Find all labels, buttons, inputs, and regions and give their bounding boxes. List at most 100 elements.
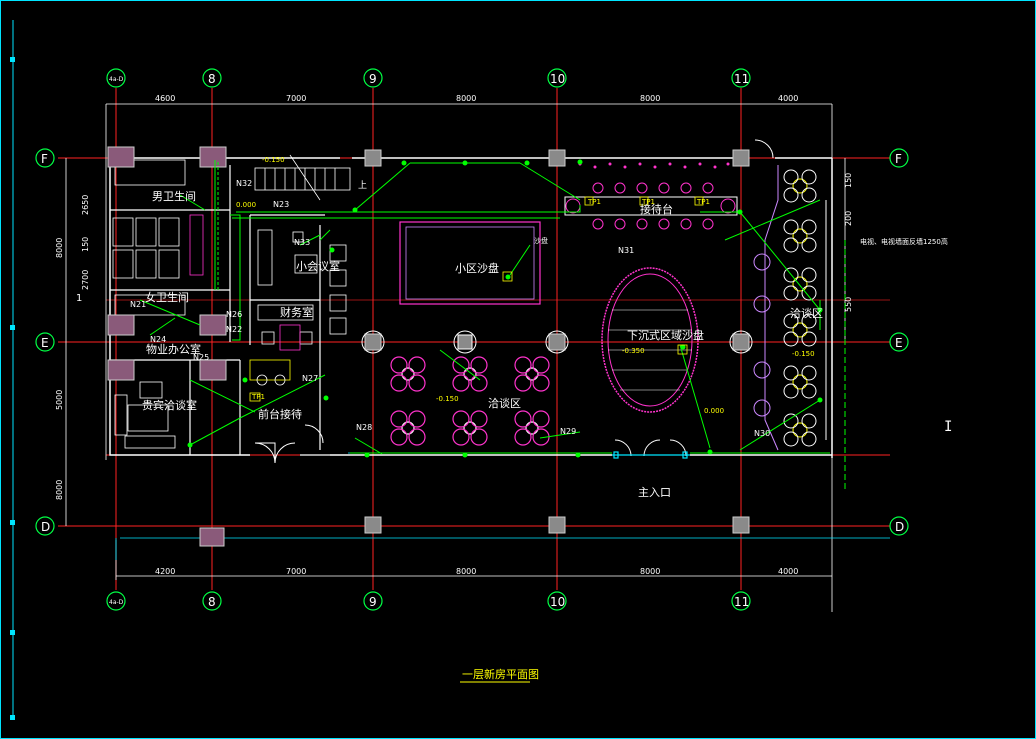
tag-n29: N29 — [560, 427, 576, 436]
dim-bot-1: 4200 — [155, 567, 175, 576]
tags: N32 N23 N33 N31 N22 N24 N25 N26 N27 N28 … — [130, 179, 770, 438]
label-vip: 贵宾洽谈室 — [142, 398, 197, 412]
dim-left-3: 8000 — [55, 480, 64, 500]
entrance-glazing — [612, 451, 690, 459]
dimension-texts-bottom: 4200 7000 8000 8000 4000 — [155, 567, 798, 576]
dimension-lines — [65, 103, 846, 612]
axis-bubbles-bottom — [106, 591, 751, 611]
axis-bot-3: 9 — [369, 595, 377, 609]
label-lounge: 洽谈区 — [790, 307, 823, 320]
tag-n26: N26 — [226, 310, 242, 319]
dim-top-3: 8000 — [456, 94, 476, 103]
doors — [254, 139, 774, 464]
level-5: -0.150 — [792, 350, 815, 358]
toilet-stalls — [112, 159, 204, 316]
dim-right-2: 200 — [844, 211, 853, 226]
axis-left-3: D — [41, 520, 50, 534]
label-female-wc: 女卫生间 — [145, 290, 189, 304]
label-property: 物业办公室 — [146, 342, 201, 356]
lounge-tables — [783, 169, 817, 447]
label-male-wc: 男卫生间 — [152, 189, 196, 203]
note-up: 上 — [358, 180, 367, 191]
side-markers — [10, 20, 15, 720]
label-negotiation: 洽谈区 — [488, 397, 521, 410]
tp-labels: TP1 TP1 TP1 TP1 — [251, 198, 710, 401]
drawing-title: 一层新房平面图 — [462, 667, 539, 681]
wiring-dots — [187, 159, 823, 458]
axis-bot-2: 8 — [208, 595, 216, 609]
axis-labels-top: 4a-D 8 9 10 11 — [109, 72, 749, 86]
tag-n22: N22 — [226, 325, 242, 334]
room-labels: 男卫生间 女卫生间 小会议室 财务室 物业办公室 贵宾洽谈室 前台接待 小区沙盘… — [142, 189, 823, 499]
tag-n25: N25 — [193, 353, 209, 362]
level-markers: -0.150 0.000 -0.150 0.000 -0.150 -0.350 — [236, 156, 815, 415]
note-right: 电视、电视墙面反墙1250高 — [860, 237, 948, 246]
tag-n27: N27 — [302, 374, 318, 383]
dim-top-1: 4600 — [155, 94, 175, 103]
tag-n21: N21 — [130, 300, 146, 309]
tp-label-3: TP1 — [696, 198, 710, 206]
staircase — [254, 154, 351, 201]
tp-label-4: TP1 — [251, 393, 265, 401]
columns — [107, 146, 750, 547]
dim-left-inner-3: 2700 — [81, 270, 90, 290]
negotiation-tables — [390, 356, 550, 446]
label-bar: 接待台 — [640, 202, 673, 216]
axis-top-5: 11 — [734, 72, 749, 86]
axis-bubbles-side — [35, 148, 909, 536]
tp-label-2: TP1 — [641, 198, 655, 206]
model-area — [399, 221, 541, 305]
axis-top-4: 10 — [550, 72, 565, 86]
axis-top-1: 4a-D — [109, 76, 124, 83]
dim-right-1: 150 — [844, 173, 853, 188]
tp-label-1: TP1 — [587, 198, 601, 206]
outer-walls — [109, 157, 890, 560]
label-entrance: 主入口 — [638, 486, 671, 499]
axis-bot-4: 10 — [550, 595, 565, 609]
text-cursor-icon: I — [944, 419, 953, 435]
axis-left-1: F — [41, 152, 48, 166]
dim-left-inner-2: 150 — [81, 237, 90, 252]
notes: 上 电视、电视墙面反墙1250高 沙盘 — [358, 180, 948, 246]
meeting-furniture — [257, 229, 347, 351]
bar-counter — [564, 162, 738, 230]
level-3: -0.150 — [436, 395, 459, 403]
lighting-points — [249, 196, 704, 402]
axis-right-2: E — [895, 336, 903, 350]
dim-bot-2: 7000 — [286, 567, 306, 576]
axis-top-3: 9 — [369, 72, 377, 86]
label-model-area: 小区沙盘 — [455, 261, 499, 275]
tag-n30: N30 — [754, 429, 770, 438]
dimension-texts-left: 8000 5000 8000 2650 150 2700 1 — [55, 195, 90, 500]
level-4: 0.000 — [704, 407, 724, 415]
axis-bot-1: 4a-D — [109, 599, 124, 606]
axis-right-3: D — [895, 520, 904, 534]
dim-top-2: 7000 — [286, 94, 306, 103]
level-1: -0.150 — [262, 156, 285, 164]
axis-labels-bottom: 4a-D 8 9 10 11 — [109, 595, 749, 609]
dim-left-1: 8000 — [55, 238, 64, 258]
label-sunken-model: 下沉式区域沙盘 — [627, 328, 704, 342]
tag-n24: N24 — [150, 335, 166, 344]
dim-bot-3: 8000 — [456, 567, 476, 576]
axis-labels-side: F E D F E D — [41, 152, 904, 534]
drawing-title-block: 一层新房平面图 — [460, 667, 539, 683]
dimension-texts-top: 4600 7000 8000 8000 4000 — [155, 94, 798, 103]
dim-left-2: 5000 — [55, 390, 64, 410]
tag-n28: N28 — [356, 423, 372, 432]
axis-right-1: F — [895, 152, 902, 166]
dimension-texts-right: 150 200 550 — [844, 173, 853, 312]
dim-bot-4: 8000 — [640, 567, 660, 576]
note-model: 沙盘 — [534, 236, 548, 245]
tag-n32: N32 — [236, 179, 252, 188]
tag-n31: N31 — [618, 246, 634, 255]
lounge-partition — [753, 165, 827, 451]
dim-left-inner-1: 2650 — [81, 195, 90, 215]
axis-left-2: E — [41, 336, 49, 350]
side-mark: 1 — [76, 293, 82, 304]
axis-top-2: 8 — [208, 72, 216, 86]
column-rings — [361, 330, 753, 354]
dim-bot-5: 4000 — [778, 567, 798, 576]
dim-right-3: 550 — [844, 297, 853, 312]
